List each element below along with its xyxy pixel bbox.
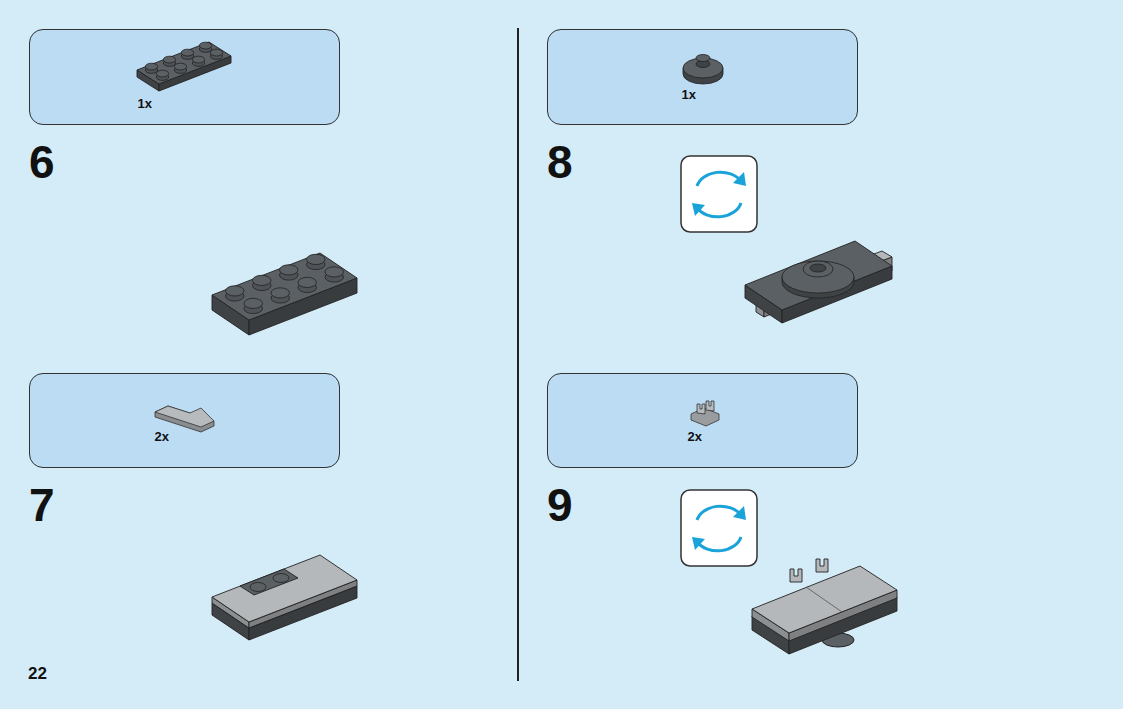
quantity-label: 2x [155, 430, 169, 443]
clip-icon [691, 401, 719, 426]
plate-top [137, 42, 231, 84]
parts-box: 2x [547, 373, 858, 468]
parts-box-fill [29, 29, 340, 125]
tile-seam [806, 587, 842, 612]
round-plate [782, 261, 854, 298]
stud [145, 63, 157, 70]
parts-box: 2x [29, 373, 340, 468]
step-number: 9 [547, 482, 573, 528]
plate-illustration [137, 42, 231, 91]
round-plate-icon [683, 55, 723, 85]
brick-illustrations [137, 42, 897, 654]
plate-top [212, 253, 357, 320]
plate-top [212, 555, 357, 622]
stud [192, 56, 204, 63]
quantity-label: 1x [682, 88, 696, 101]
plate-illustration [745, 241, 892, 323]
quantity-label: 1x [138, 97, 152, 110]
parts-box: 1x [547, 29, 858, 125]
clip [816, 559, 828, 572]
stud-notch [240, 569, 298, 595]
plate-illustration [212, 253, 357, 335]
notch [240, 569, 298, 595]
stud [279, 265, 298, 275]
stud [210, 49, 222, 56]
l-tile-icon [155, 406, 214, 432]
stud [252, 275, 271, 285]
stud [181, 49, 193, 56]
parts-box-fill [547, 373, 858, 468]
stud [325, 267, 344, 277]
clip [790, 569, 802, 582]
plate-top [745, 241, 892, 310]
stud [306, 254, 325, 264]
stud [298, 277, 317, 287]
stud [174, 63, 186, 70]
parts-box-fill [547, 29, 858, 125]
stud [225, 286, 244, 296]
parts-box: 1x [29, 29, 340, 125]
stud [163, 56, 175, 63]
stud [199, 42, 211, 49]
stud [271, 288, 290, 298]
plate-top [752, 566, 897, 633]
parts-box-fill [29, 373, 340, 468]
rotate-icon [681, 490, 757, 566]
stud [250, 583, 266, 592]
plate-illustration [212, 555, 357, 628]
page-divider [517, 28, 519, 681]
stud [273, 574, 289, 583]
rotate-icon [681, 156, 757, 232]
step-number: 7 [29, 482, 55, 528]
step-number: 6 [29, 139, 55, 185]
stud [244, 298, 263, 308]
plate-illustration [752, 566, 897, 641]
quantity-label: 2x [688, 430, 702, 443]
stud [156, 70, 168, 77]
page-number: 22 [28, 665, 47, 682]
step-number: 8 [547, 139, 573, 185]
